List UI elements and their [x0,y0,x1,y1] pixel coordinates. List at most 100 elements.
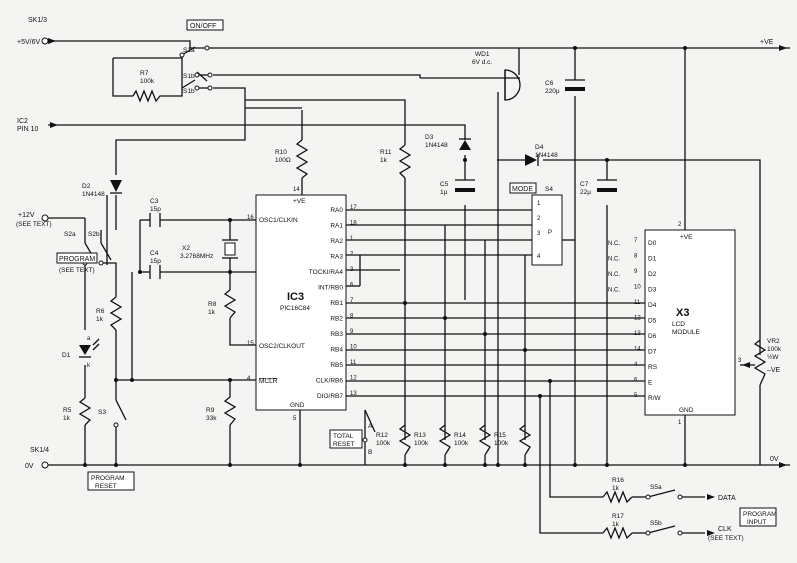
x3-pin-number-14: 14 [634,347,641,353]
ic3-pin-number-11: 11 [350,360,357,366]
x3-value-1: LCD [672,321,685,328]
ic3-pin-name-ra1: RA1 [330,223,343,230]
r10-label: R10 [275,149,287,156]
x3-pin-vr: 3 [738,358,742,364]
r16-value: 1k [612,485,620,492]
ic3-pin-number-17: 17 [350,205,357,211]
r8-label: R8 [208,301,217,308]
r6-value: 1k [96,316,104,323]
junctions [83,46,687,467]
data-label: DATA [718,495,736,502]
ic3-pin-number-8: 8 [350,314,354,320]
s5a-label: S5a [650,484,662,491]
c7-label: C7 [580,181,589,188]
r13-label: R13 [414,432,426,439]
ic3-pin-number-7: 7 [350,298,354,304]
sk1-3-voltage: +5V/6V [17,39,40,46]
x3-pin-name-rs: RS [648,364,658,371]
x3-gnd-label: GND [679,407,694,414]
sk1-4-label: SK1/4 [30,447,49,454]
x3-pin-number-7: 7 [634,238,638,244]
s4-pin-1: 1 [537,201,541,207]
x3-pin-name-d4: D4 [648,302,657,309]
ic3-pin-number-2: 2 [350,252,354,258]
s4-pin-2: 2 [537,216,541,222]
wd1-value: 6V d.c. [472,59,492,66]
ic3-ve-label: +VE [293,198,306,205]
vr2-value: 100k [767,346,782,353]
r17-label: R17 [612,513,624,520]
program-input-label-1: PROGRAM [743,511,777,518]
x3-pin-nc-10: N.C. [608,288,620,294]
x3-pin-name-d3: D3 [648,287,657,294]
program-reset-label-1: PROGRAM [91,475,125,482]
s4-label: S4 [545,186,553,193]
ic3-pin-number-9: 9 [350,329,354,335]
r16-label: R16 [612,477,624,484]
clk-see-text: (SEE TEXT) [708,535,744,542]
x3-pin-nc-7: N.C. [608,241,620,247]
plus-ve-label: +VE [760,39,774,46]
d3-value: 1N4148 [425,142,448,149]
d1-anode-label: a [87,336,91,342]
s5b-label: S5b [650,520,662,527]
mode-label: MODE [512,186,533,193]
x3-pin-nc-8: N.C. [608,257,620,263]
r5-value: 1k [63,415,71,422]
c4-value: 15p [150,258,161,265]
s4-pole-label: P [548,230,552,236]
r11-label: R11 [380,149,392,156]
x3-pin-number-11: 11 [634,300,641,306]
x3-pin-number-4: 4 [634,362,638,368]
diodes [79,138,539,358]
s1b-top-label: S1b [183,73,195,80]
ic3-pin-number-1: 1 [350,236,354,242]
x2-crystal [224,242,236,256]
r7-label: R7 [140,70,149,77]
vr2-label: VR2 [767,338,780,345]
onoff-label: ON/OFF [190,23,216,30]
ic3-pin-name-rb2: RB2 [330,316,343,323]
wd1-buzzer [504,69,521,101]
total-reset-label-2: RESET [333,441,355,448]
ic3-pin-name-mclr: MCLR [259,378,278,385]
r6-label: R6 [96,308,105,315]
c6-value: 220µ [545,88,560,95]
c6-label: C6 [545,80,554,87]
s1a-label: S1a [183,47,195,54]
ic3-pin-name-osc1-clkin: OSC1/CLKIN [259,217,298,224]
program-reset-label-2: RESET [95,483,117,490]
x3-pin-name-d0: D0 [648,240,657,247]
ic3-pin-number-6: 6 [350,283,354,289]
d3-label: D3 [425,134,434,141]
ic3-pin-5: 5 [293,416,297,422]
x3-pin-number-12: 12 [634,316,641,322]
x3-pin-name-d6: D6 [648,333,657,340]
ic3-pin-14: 14 [293,187,300,193]
plus12v-label: +12V [18,212,35,219]
r8-value: 1k [208,309,216,316]
ic3-pin-name-ra0: RA0 [330,207,343,214]
s1b-bottom-label: S1b [183,88,195,95]
r7-value: 100k [140,78,155,85]
c3-label: C3 [150,198,159,205]
d2-value: 1N4148 [82,191,105,198]
sk1-3-label: SK1/3 [28,17,47,24]
x3-pin-number-9: 9 [634,269,638,275]
ic3-pin-number-3: 3 [350,267,354,273]
ic3-pin-number-16: 16 [247,215,254,221]
r15-label: R15 [494,432,506,439]
x3-ve-label: +VE [680,234,693,241]
ic3-pin-name-rb1: RB1 [330,300,343,307]
x3-pin-name-d5: D5 [648,318,657,325]
clk-label: CLK [718,526,732,533]
r12-value: 100k [376,440,391,447]
d1-label: D1 [62,352,71,359]
ic3-chip [255,194,347,411]
ic3-pin-name-int-rb0: INT/RB0 [318,285,343,292]
ic3-pin-name-tocki-ra4: TOCKI/RA4 [309,269,344,276]
x3-pin-number-6: 6 [634,378,638,384]
